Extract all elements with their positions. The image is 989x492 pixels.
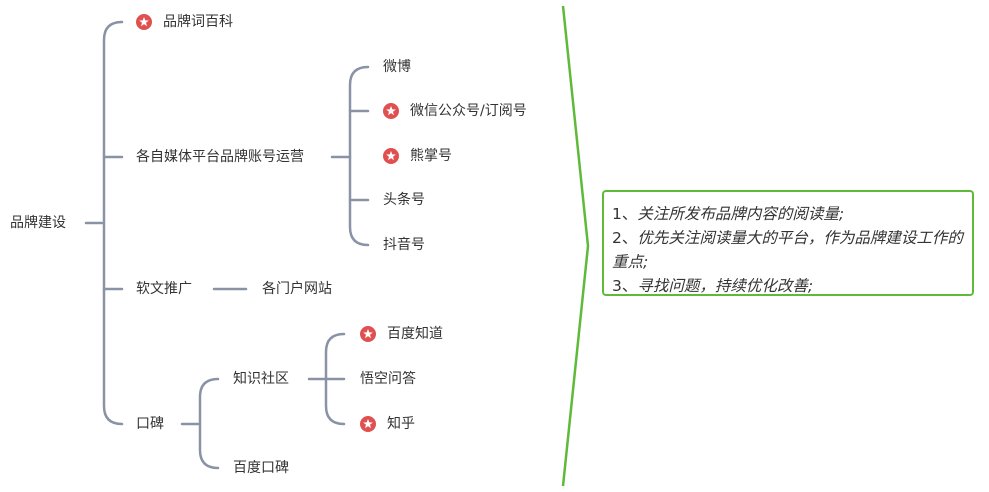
node-self-media[interactable]: 各自媒体平台品牌账号运营 [136,149,304,165]
summary-note[interactable]: 1、关注所发布品牌内容的阅读量; 2、优先关注阅读量大的平台，作为品牌建设工作的… [602,190,974,296]
node-wechat[interactable]: 微信公众号/订阅号 [410,103,527,119]
node-knowledge[interactable]: 知识社区 [233,371,289,387]
node-zhihu[interactable]: 知乎 [387,416,415,432]
node-weibo[interactable]: 微博 [383,59,411,75]
root-node[interactable]: 品牌建设 [10,215,66,231]
node-douyin[interactable]: 抖音号 [383,237,425,253]
summary-arrow [561,5,590,487]
node-toutiao[interactable]: 头条号 [383,192,425,208]
note-line: 3、寻找问题，持续优化改善; [612,277,814,295]
node-baidu-reputation[interactable]: 百度口碑 [233,460,289,476]
star-icon [383,103,399,119]
star-icon [360,416,376,432]
node-xiongzhang[interactable]: 熊掌号 [410,148,452,164]
note-line: 2、优先关注阅读量大的平台，作为品牌建设工作的重点; [612,229,963,271]
node-reputation[interactable]: 口碑 [136,416,164,432]
node-baidu-zhidao[interactable]: 百度知道 [387,326,443,342]
star-icon [383,148,399,164]
node-portals[interactable]: 各门户网站 [262,281,332,297]
note-line: 1、关注所发布品牌内容的阅读量; [612,205,845,223]
node-wukong[interactable]: 悟空问答 [360,371,416,387]
node-soft-article[interactable]: 软文推广 [136,281,192,297]
star-icon [136,14,152,30]
star-icon [360,326,376,342]
node-encyclopedia[interactable]: 品牌词百科 [163,14,233,30]
